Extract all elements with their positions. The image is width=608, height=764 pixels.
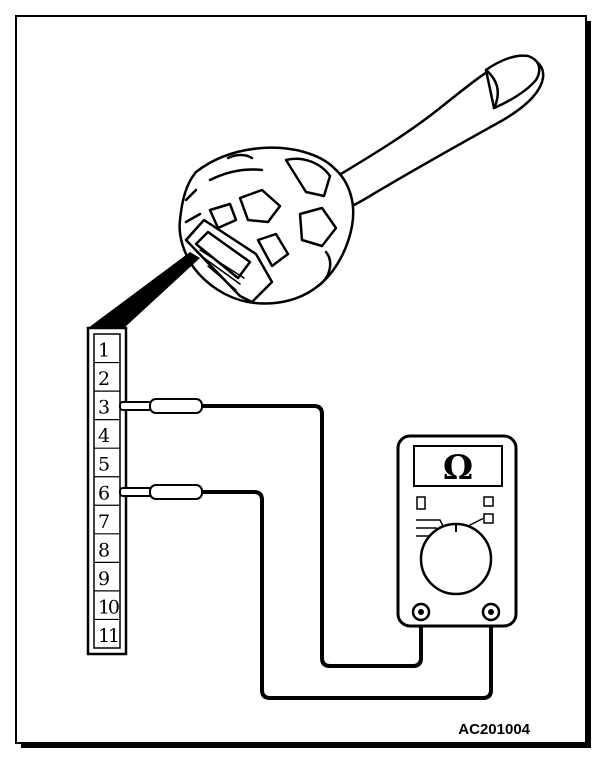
meter-leads (198, 404, 493, 700)
pin-label-11: 11 (98, 625, 120, 647)
pin-label-3: 3 (98, 397, 110, 419)
connector-callout-wedge (88, 252, 200, 328)
probe-pin3 (119, 398, 203, 414)
pin-label-7: 7 (98, 511, 110, 533)
pin-label-6: 6 (98, 482, 110, 504)
pin-label-10: 10 (98, 596, 120, 618)
pin-label-1: 1 (98, 340, 110, 362)
figure-code-label: AC201004 (458, 721, 530, 738)
pin-label-8: 8 (98, 539, 110, 561)
lever-tip (484, 54, 541, 110)
pin-label-9: 9 (98, 568, 110, 590)
ohmmeter: Ω (396, 434, 518, 628)
switch-lever (316, 56, 545, 217)
meter-indicator-left (416, 496, 426, 510)
ohm-symbol: Ω (443, 448, 473, 488)
column-switch-illustration (178, 54, 545, 305)
lead-pin3 (198, 404, 423, 668)
connector-pin-diagram: 1 2 3 4 5 6 7 8 9 10 11 (86, 326, 128, 656)
meter-indicator-right-bottom (483, 513, 494, 524)
meter-dial-knob[interactable] (419, 522, 493, 596)
pin-label-5: 5 (98, 454, 110, 476)
probe-pin6 (119, 484, 203, 500)
pin-label-4: 4 (98, 425, 110, 447)
lead-pin6 (198, 490, 493, 700)
pin-label-2: 2 (98, 368, 110, 390)
meter-indicator-right-top (483, 496, 494, 507)
